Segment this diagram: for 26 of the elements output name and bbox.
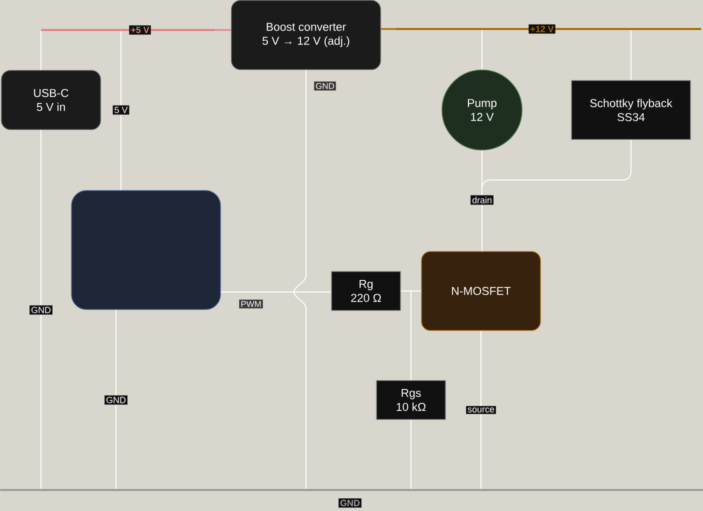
wire (40, 30, 42, 71)
edge-label: source (466, 406, 496, 414)
wire (380, 28, 395, 30)
wire (120, 30, 122, 191)
wire (482, 139, 632, 252)
wire (215, 29, 232, 31)
wire (410, 419, 412, 490)
mosfet-box: N-MOSFET (421, 251, 541, 331)
wire (410, 290, 422, 381)
node-label: GND (340, 500, 360, 506)
wire (630, 30, 632, 81)
edge-label: GND (314, 82, 336, 90)
edge-label: PWM (239, 300, 263, 308)
wire (294, 69, 306, 490)
power-rail: +12 V (395, 24, 702, 34)
microcontroller-box (71, 190, 221, 310)
resistor-box: Rg 220 Ω (331, 271, 401, 311)
wire (40, 129, 42, 490)
wire (480, 330, 482, 490)
resistor-box: Rgs 10 kΩ (376, 380, 446, 420)
diode-box: Schottky flyback SS34 (571, 80, 691, 140)
ground-bus: GND (0, 489, 703, 508)
converter-box: Boost converter 5 V → 12 V (adj.) (231, 0, 381, 70)
edge-label: drain (470, 195, 494, 205)
power-rail: +5 V (41, 25, 216, 35)
connector-box: USB-C 5 V in (1, 70, 101, 130)
